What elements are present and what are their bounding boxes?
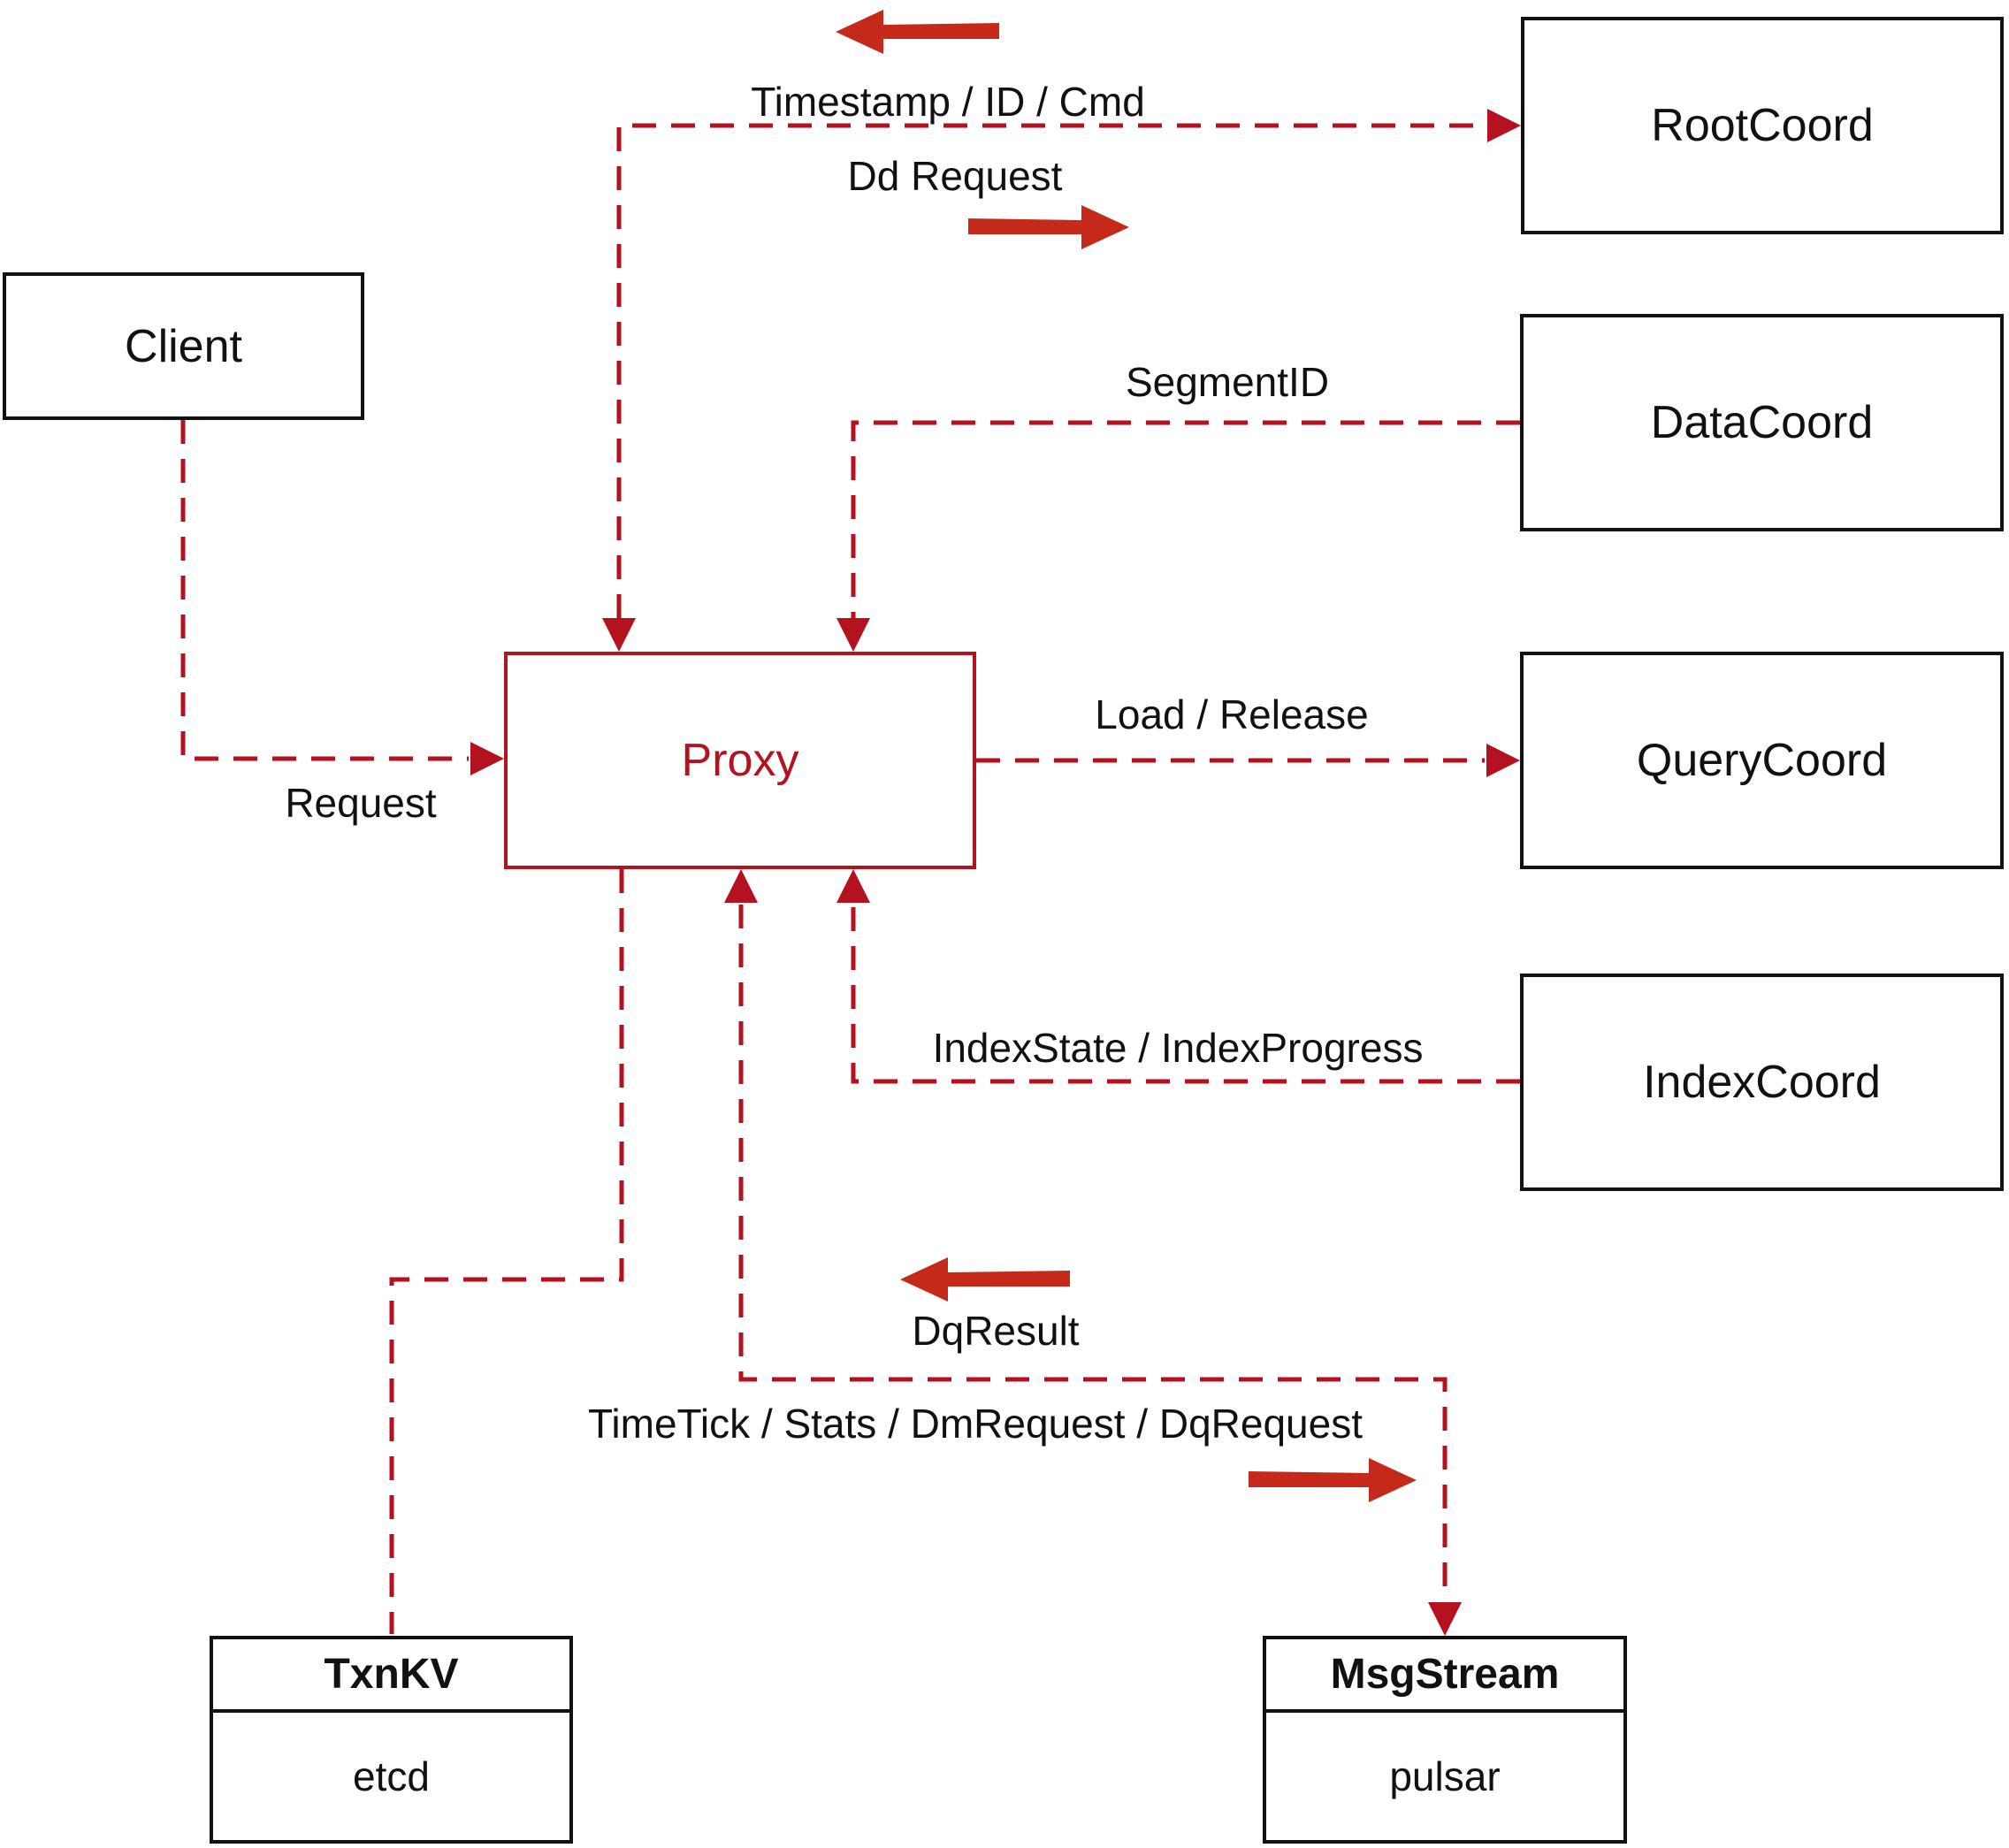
edge-label-dq-result: DqResult <box>912 1308 1080 1354</box>
edge-label-index-state: IndexState / IndexProgress <box>932 1025 1424 1071</box>
node-msgstream-title: MsgStream <box>1266 1639 1623 1713</box>
node-rootcoord-label: RootCoord <box>1651 100 1874 151</box>
node-client-label: Client <box>125 320 242 372</box>
node-datacoord: DataCoord <box>1520 314 2004 531</box>
edge-proxy-txnkv <box>389 869 624 1634</box>
edge-label-request: Request <box>285 780 437 826</box>
arrow-left-icon-timestamp <box>836 10 999 54</box>
edge-proxy-msgstream <box>738 905 1448 1600</box>
node-rootcoord: RootCoord <box>1521 17 2004 234</box>
edge-label-timetick: TimeTick / Stats / DmRequest / DqRequest <box>588 1401 1363 1447</box>
arrowhead-into-querycoord <box>1486 744 1520 777</box>
edge-label-dd-request: Dd Request <box>847 153 1063 199</box>
edge-label-timestamp-id-cmd: Timestamp / ID / Cmd <box>751 79 1145 125</box>
node-txnkv: TxnKV etcd <box>210 1636 573 1844</box>
node-proxy-label: Proxy <box>681 735 799 786</box>
arrowhead-into-msgstream <box>1428 1602 1462 1636</box>
node-txnkv-implementation: etcd <box>353 1753 430 1799</box>
arrowhead-into-proxy-top-left <box>602 618 636 652</box>
edge-client-proxy <box>180 420 469 761</box>
arrowhead-into-proxy-left <box>470 742 504 775</box>
edge-proxy-rootcoord <box>616 123 1486 618</box>
node-msgstream-implementation: pulsar <box>1389 1753 1501 1799</box>
node-querycoord: QueryCoord <box>1520 652 2004 869</box>
node-msgstream: MsgStream pulsar <box>1263 1636 1627 1844</box>
arrowhead-into-proxy-bottom-left <box>724 869 758 903</box>
node-indexcoord-label: IndexCoord <box>1643 1057 1881 1108</box>
arrowhead-into-rootcoord <box>1487 109 1521 142</box>
edge-indexcoord-proxy <box>851 905 1520 1084</box>
node-datacoord-label: DataCoord <box>1650 397 1874 448</box>
node-proxy: Proxy <box>504 652 976 869</box>
arrowhead-into-proxy-top-right <box>836 618 870 652</box>
node-indexcoord: IndexCoord <box>1520 974 2004 1191</box>
node-querycoord-label: QueryCoord <box>1636 735 1888 786</box>
arrow-right-icon-timetick <box>1249 1458 1417 1502</box>
edge-datacoord-proxy <box>851 420 1520 618</box>
edge-label-load-release: Load / Release <box>1095 691 1369 737</box>
arrowhead-into-proxy-bottom-right <box>836 869 870 903</box>
edge-label-segment-id: SegmentID <box>1125 359 1330 405</box>
arrow-left-icon-dq-result <box>900 1257 1070 1302</box>
node-txnkv-title: TxnKV <box>213 1639 569 1713</box>
node-client: Client <box>3 272 364 420</box>
arrow-right-icon-dd-request <box>968 205 1129 249</box>
